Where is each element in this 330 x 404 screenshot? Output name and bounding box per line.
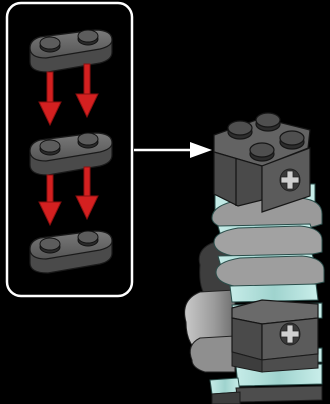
arrow-right-icon	[134, 142, 212, 158]
plate-middle	[29, 132, 113, 176]
down-arrow-icon	[38, 63, 99, 227]
axle-hole-icon	[279, 168, 301, 192]
plate-bottom	[29, 230, 113, 274]
bottom-plates	[211, 351, 323, 404]
technic-brick-bottom	[231, 299, 319, 361]
assembled-model	[184, 112, 325, 404]
technic-brick-top	[213, 112, 311, 213]
axle-hole-icon	[279, 322, 301, 346]
plate-top	[29, 29, 113, 73]
